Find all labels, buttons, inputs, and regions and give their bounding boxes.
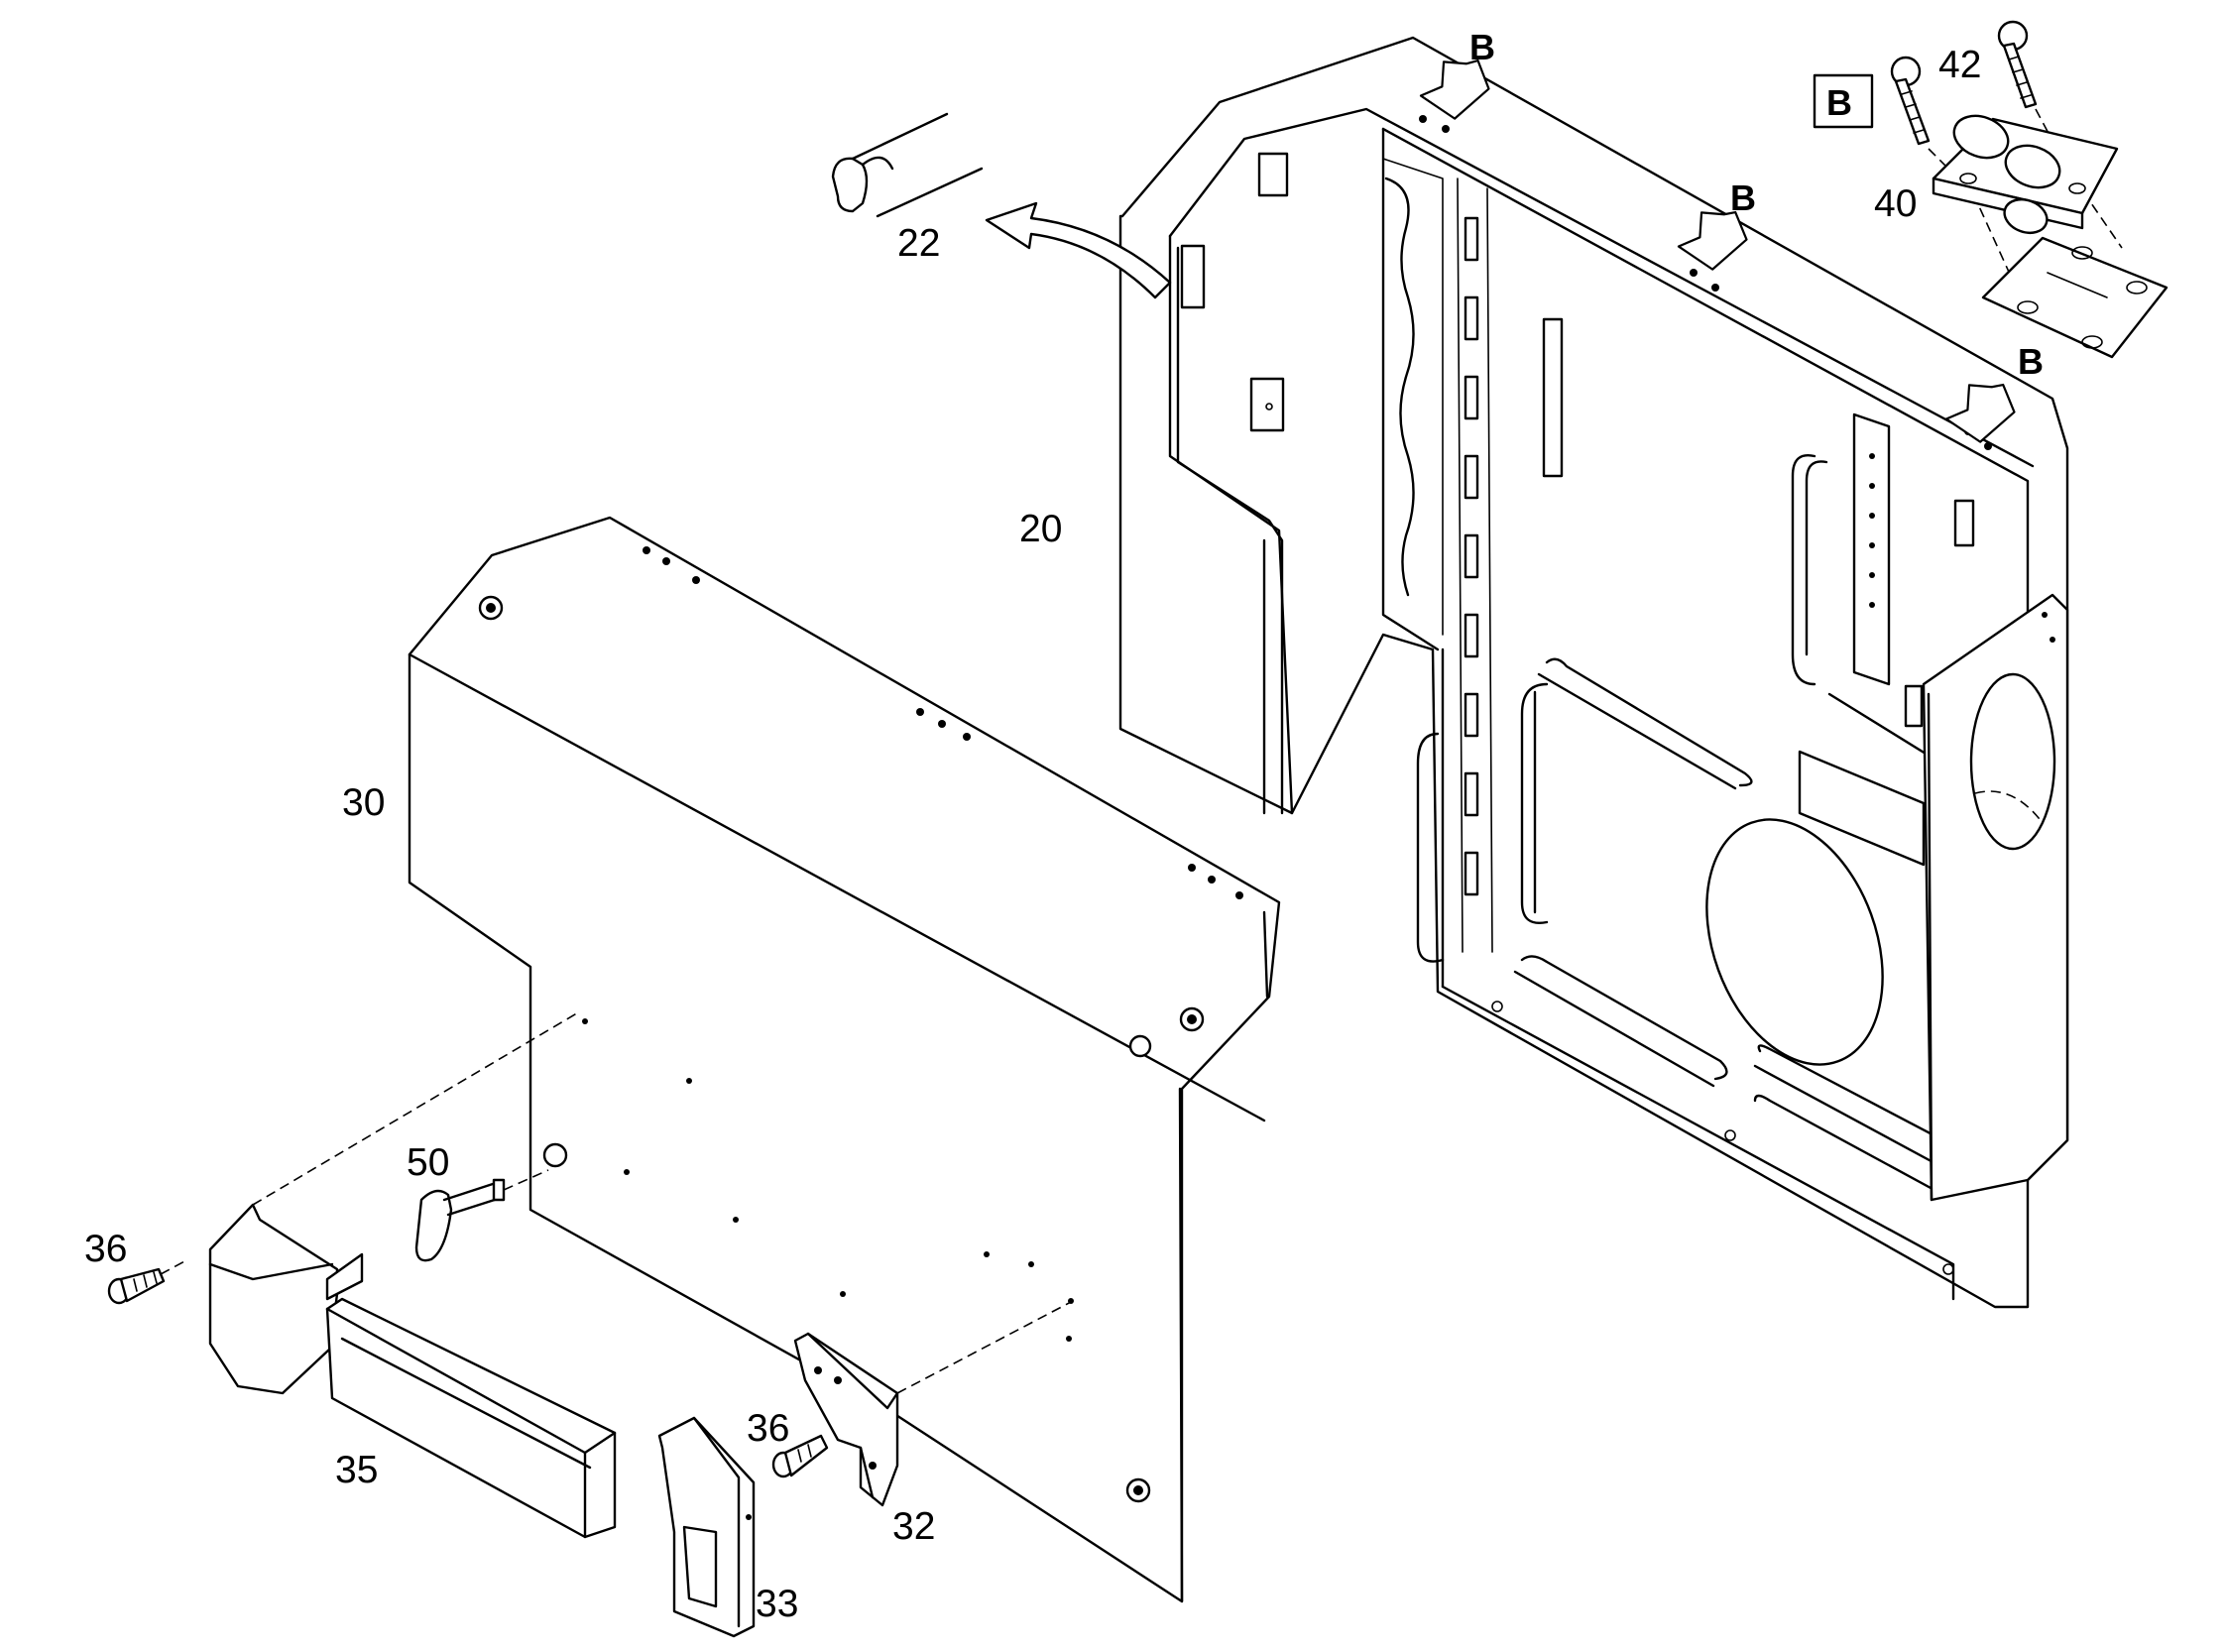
- callout-32: 32: [892, 1505, 935, 1548]
- door-frame-part-20: [1118, 36, 2069, 1309]
- screw-42-right: [1997, 20, 2038, 109]
- view-arrow-label-3: B: [2018, 341, 2044, 382]
- handle-part-33: [657, 1416, 756, 1638]
- detail-view-b: B: [1813, 20, 2168, 359]
- tray-part-35: [208, 1010, 617, 1539]
- callout-50: 50: [407, 1141, 449, 1184]
- cover-panel-part-30: [408, 516, 1281, 1603]
- view-arrow-1: [1419, 59, 1490, 120]
- screw-42-left: [1890, 56, 1931, 146]
- screw-36-left: [107, 1258, 189, 1305]
- view-arrow-3: [1944, 383, 2016, 443]
- callout-35: 35: [335, 1449, 378, 1491]
- stiffener-slots: [1464, 216, 1479, 896]
- callout-30: 30: [342, 781, 385, 824]
- callout-40: 40: [1874, 182, 1917, 225]
- detail-box-label: B: [1826, 82, 1852, 123]
- detail-box: [1813, 73, 1874, 129]
- callout-labels: 20 22 30 32 33 35 36 36 40 42 50: [84, 44, 1981, 1625]
- gasket-part-22: [831, 112, 1172, 299]
- key-part-50: [414, 1169, 549, 1262]
- callout-42: 42: [1938, 44, 1981, 86]
- rail-holes: [1869, 453, 1875, 608]
- callout-36-left: 36: [84, 1228, 127, 1270]
- callout-22: 22: [897, 222, 940, 265]
- view-arrow-2: [1677, 210, 1748, 271]
- view-b-arrows: B B B: [1419, 27, 2044, 443]
- screw-36-lower: [771, 1434, 829, 1478]
- callout-20: 20: [1019, 508, 1062, 550]
- callout-36-lower: 36: [747, 1407, 789, 1450]
- latch-part-32: [793, 1300, 1074, 1507]
- view-arrow-label-1: B: [1469, 27, 1495, 67]
- callout-33: 33: [756, 1583, 798, 1625]
- view-arrow-label-2: B: [1730, 177, 1756, 218]
